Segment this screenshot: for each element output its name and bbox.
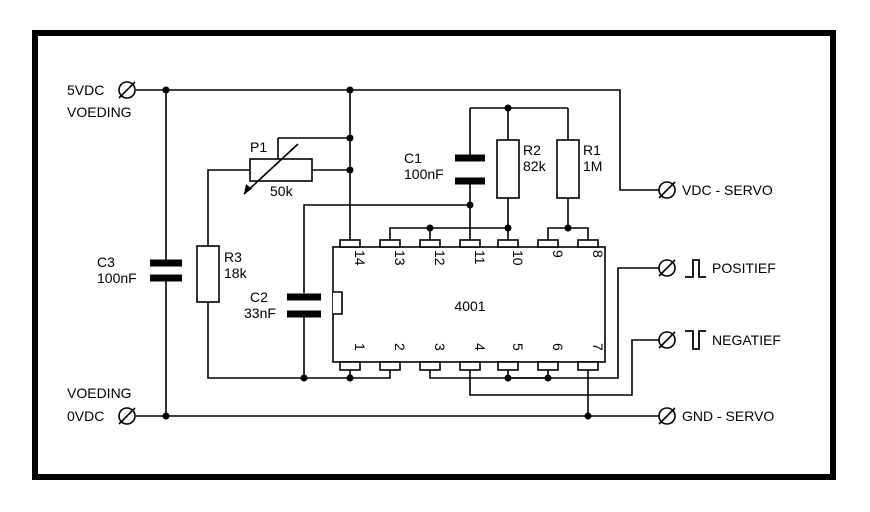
r3-ref-label: R3 [224,249,242,265]
terminal-circle-icon [118,81,136,99]
ic-pin-number: 12 [432,250,448,266]
gnd-servo-label: GND - SERVO [682,408,774,424]
ic-pin-number: 13 [392,250,408,266]
terminal-circle-icon [658,331,676,349]
r3-value-label: 18k [224,265,248,281]
resistor-r2 [496,139,520,199]
ic-pin-number: 9 [550,250,566,258]
r2-ref-label: R2 [523,142,541,158]
terminal-circle-icon [658,407,676,425]
ic-pin-number: 5 [510,343,526,351]
ic-label: 4001 [454,298,485,314]
positief-label: POSITIEF [712,260,776,276]
positive-pulse-icon [685,259,706,278]
vdc-servo-label: VDC - SERVO [682,182,773,198]
ic-pin-number: 6 [550,343,566,351]
r1-ref-label: R1 [583,142,601,158]
resistor-r3 [196,245,220,303]
junction-dots [162,86,592,420]
c2-value-label: 33nF [244,305,276,321]
ic-pin-number: 3 [432,343,448,351]
capacitor-c3 [150,259,182,282]
gnd-label: 0VDC [67,408,104,424]
ic-pin-number: 4 [472,343,488,351]
r2-value-label: 82k [523,158,547,174]
ic-4001: 4001 14 13 12 11 10 9 8 1 2 3 4 5 6 7 [332,239,606,371]
ic-pin-number: 1 [352,343,368,351]
terminal-circle-icon [118,407,136,425]
ic-pin-number: 7 [590,343,606,351]
resistor-r1 [556,139,580,199]
potentiometer-p1 [243,138,313,195]
c1-ref-label: C1 [404,150,422,166]
terminal-circle-icon [658,259,676,277]
capacitor-c2 [287,293,321,318]
diagram-frame [32,30,836,480]
c1-value-label: 100nF [404,166,444,182]
ic-pin-number: 14 [352,250,368,266]
c3-ref-label: C3 [97,254,115,270]
gnd-sub-label: VOEDING [67,385,132,401]
ic-pin-number: 8 [590,250,606,258]
c2-ref-label: C2 [250,289,268,305]
terminal-circle-icon [658,181,676,199]
r1-value-label: 1M [583,158,602,174]
ic-pin-number: 11 [472,250,488,265]
capacitor-c1 [455,154,485,185]
ic-pin-number: 10 [510,250,526,266]
c3-value-label: 100nF [97,270,137,286]
ic-pin-number: 2 [392,343,408,351]
p1-value-label: 50k [270,183,294,199]
negative-pulse-icon [685,330,706,350]
p1-ref-label: P1 [250,139,267,155]
vcc-label: 5VDC [67,82,104,98]
vcc-sub-label: VOEDING [67,104,132,120]
negatief-label: NEGATIEF [712,332,781,348]
